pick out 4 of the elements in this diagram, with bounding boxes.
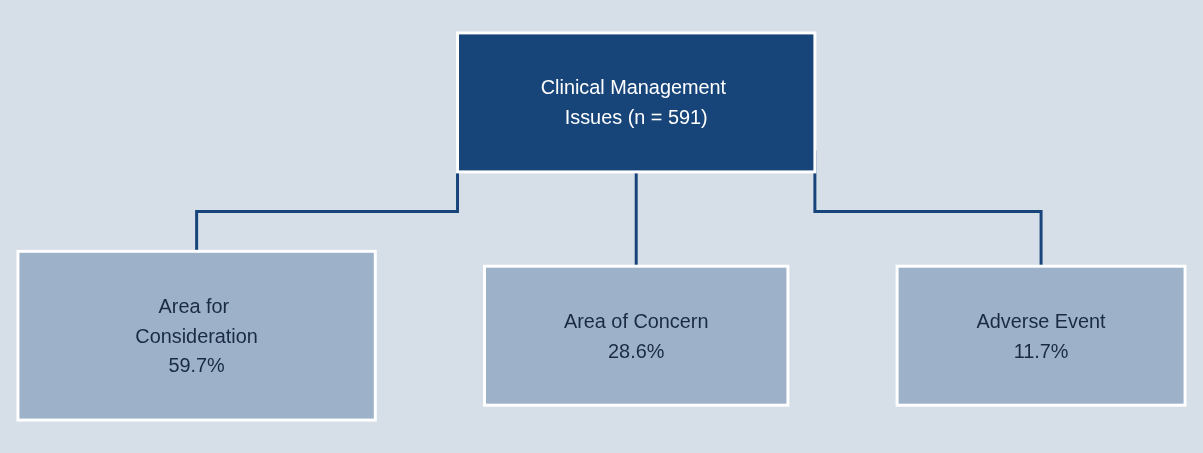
node-box: Clinical Management Issues (n = 591) bbox=[456, 31, 817, 174]
node-box: Adverse Event 11.7% bbox=[895, 264, 1187, 407]
node-box: Area of Concern 28.6% bbox=[483, 264, 790, 407]
node-box: Area for Consideration 59.7% bbox=[16, 249, 377, 422]
